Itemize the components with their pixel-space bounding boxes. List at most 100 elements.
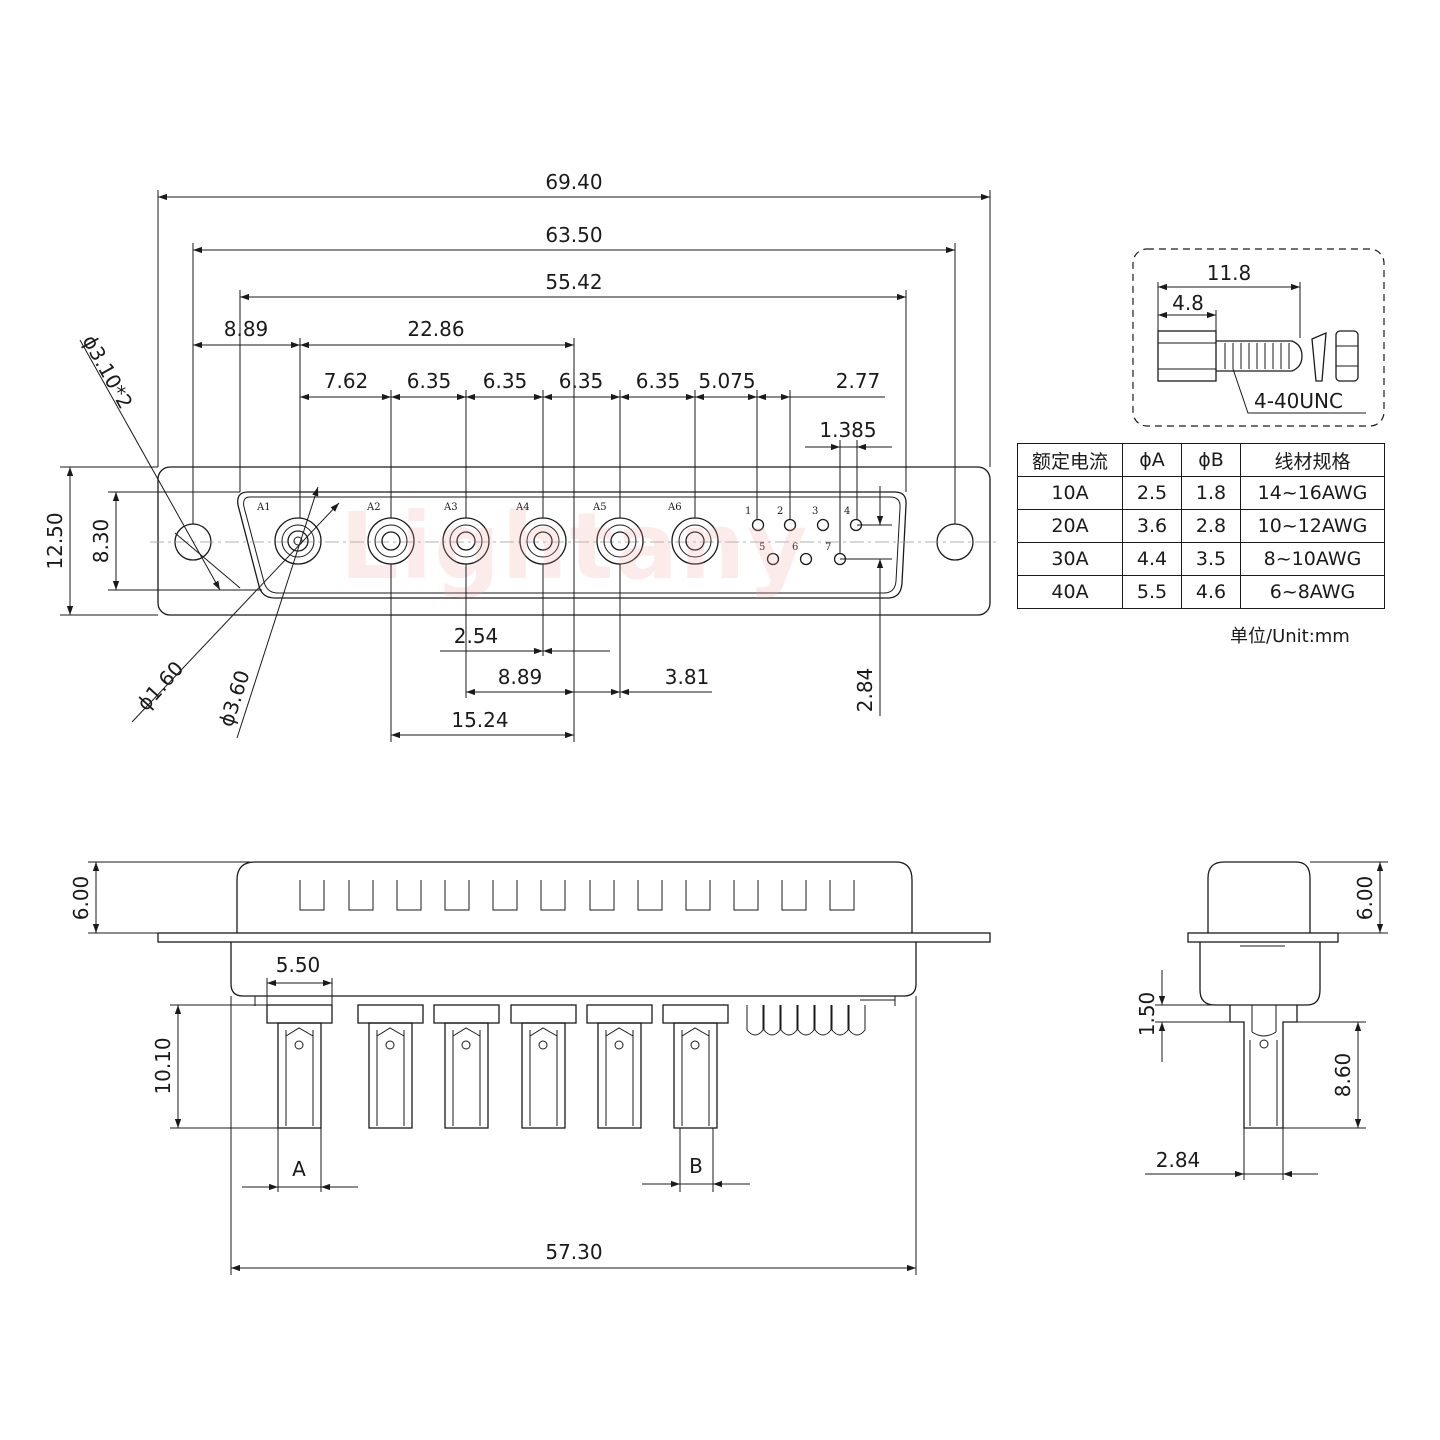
th-dia-a: ϕA <box>1122 443 1182 477</box>
dim-mount-pitch: 63.50 <box>545 223 602 247</box>
dim-a1-a4: 22.86 <box>407 317 464 341</box>
th-dia-b: ϕB <box>1181 443 1241 477</box>
table-cell: 4.6 <box>1181 575 1241 609</box>
table-row: 30A 4.4 3.5 8~10AWG <box>1017 542 1385 576</box>
table-row: 20A 3.6 2.8 10~12AWG <box>1017 509 1385 543</box>
table-cell: 4.4 <box>1122 542 1182 576</box>
dim-a6-p1: 5.075 <box>698 369 755 393</box>
dim-a1-offset: 8.89 <box>224 317 269 341</box>
dim-a2-a3: 6.35 <box>407 369 452 393</box>
dim-height: 12.50 <box>43 512 67 569</box>
screw-head: 4.8 <box>1172 291 1204 315</box>
screw-detail-frame <box>1132 248 1385 427</box>
pin-label-2: 2 <box>777 506 783 517</box>
table-cell: 20A <box>1017 509 1123 543</box>
table-cell: 3.6 <box>1122 509 1182 543</box>
front-contact-a1 <box>266 1004 333 1129</box>
contact-label-a1: A1 <box>256 502 271 513</box>
dim-pin-hole: ϕ1.60 <box>132 656 188 715</box>
table-cell: 1.8 <box>1181 476 1241 510</box>
dim-1524: 15.24 <box>451 708 508 732</box>
signal-pins <box>751 518 863 566</box>
dim-889: 8.89 <box>498 665 543 689</box>
dim-mount-hole: ϕ3.10*2 <box>78 331 138 413</box>
extension-lines <box>60 190 991 742</box>
front-label-a: A <box>292 1157 306 1181</box>
side-insulator <box>1199 942 1321 1006</box>
front-height: 6.00 <box>69 876 93 921</box>
table-cell: 40A <box>1017 575 1123 609</box>
front-length: 10.10 <box>151 1037 175 1094</box>
shell-inner <box>243 496 901 594</box>
front-contact-a4 <box>510 1004 577 1129</box>
table-cell: 2.8 <box>1181 509 1241 543</box>
front-label-b: B <box>689 1154 703 1178</box>
front-view: 6.00 5.50 10.10 A B 57.30 <box>69 861 991 1275</box>
dim-a1-a2: 7.62 <box>324 369 369 393</box>
dim-254: 2.54 <box>454 624 499 648</box>
front-shell <box>236 861 913 933</box>
table-cell: 14~16AWG <box>1240 476 1385 510</box>
th-wire: 线材规格 <box>1240 443 1385 477</box>
lock-washer <box>1311 331 1327 382</box>
unit-note: 单位/Unit:mm <box>1230 626 1350 647</box>
side-pin-dia: 2.84 <box>1156 1148 1201 1172</box>
screw-thread-label: 4-40UNC <box>1254 389 1343 413</box>
hex-standoff <box>1157 330 1217 382</box>
front-contact-a3 <box>433 1004 500 1129</box>
screw-detail: 11.8 4.8 4-40UNC <box>1132 248 1385 427</box>
pin-label-5: 5 <box>759 542 765 553</box>
front-contact-a5 <box>586 1004 653 1129</box>
dim-row-offset: 2.84 <box>853 668 877 713</box>
table-header-row: 额定电流 ϕA ϕB 线材规格 <box>1017 443 1385 477</box>
side-pin-length: 8.60 <box>1331 1053 1355 1098</box>
dim-shell: 55.42 <box>545 270 602 294</box>
contact-label-a4: A4 <box>515 502 530 513</box>
dim-a4-a5: 6.35 <box>559 369 604 393</box>
side-height: 6.00 <box>1353 876 1377 921</box>
dim-insert-dia: ϕ3.60 <box>214 667 255 729</box>
side-view: 6.00 1.50 8.60 2.84 <box>1135 861 1388 1180</box>
pin-label-3: 3 <box>812 506 818 517</box>
table-cell: 30A <box>1017 542 1123 576</box>
side-flange <box>1187 932 1339 943</box>
dim-overall: 69.40 <box>545 170 602 194</box>
pin-label-6: 6 <box>792 542 798 553</box>
table-cell: 3.5 <box>1181 542 1241 576</box>
screw-total: 11.8 <box>1207 261 1252 285</box>
dimension-lines <box>66 193 990 739</box>
spec-table: 额定电流 ϕA ϕB 线材规格 10A 2.5 1.8 14~16AWG 20A… <box>1017 443 1385 609</box>
side-collar: 1.50 <box>1135 992 1159 1037</box>
front-contacts <box>266 1004 729 1129</box>
top-view: A1 A2 A3 A4 A5 A6 1 2 3 4 5 6 7 Lightany <box>43 170 1000 742</box>
front-flange <box>157 932 991 943</box>
contact-a1 <box>274 517 322 565</box>
dim-signal-half: 1.385 <box>819 418 876 442</box>
dim-a5-a6: 6.35 <box>636 369 681 393</box>
dim-signal-pitch: 2.77 <box>836 369 881 393</box>
pin-label-7: 7 <box>825 542 831 553</box>
table-cell: 10A <box>1017 476 1123 510</box>
table-cell: 8~10AWG <box>1240 542 1385 576</box>
pin-label-4: 4 <box>844 506 850 517</box>
screw-thread <box>1216 340 1303 372</box>
table-cell: 10~12AWG <box>1240 509 1385 543</box>
table-row: 40A 5.5 4.6 6~8AWG <box>1017 575 1385 609</box>
pin-label-1: 1 <box>745 506 751 517</box>
shell-outline <box>237 491 907 599</box>
front-contact-width: 5.50 <box>276 953 321 977</box>
side-shell <box>1207 861 1311 933</box>
hex-nut <box>1335 330 1359 382</box>
watermark: Lightany <box>340 493 809 600</box>
front-contact-a6 <box>662 1004 729 1129</box>
dim-shell-height: 8.30 <box>89 519 113 564</box>
front-width: 57.30 <box>545 1240 602 1264</box>
dim-381: 3.81 <box>665 665 710 689</box>
contact-label-a6: A6 <box>667 502 682 513</box>
table-cell: 2.5 <box>1122 476 1182 510</box>
contact-label-a2: A2 <box>366 502 381 513</box>
table-row: 10A 2.5 1.8 14~16AWG <box>1017 476 1385 510</box>
front-contact-a2 <box>357 1004 424 1129</box>
th-current: 额定电流 <box>1017 443 1123 477</box>
